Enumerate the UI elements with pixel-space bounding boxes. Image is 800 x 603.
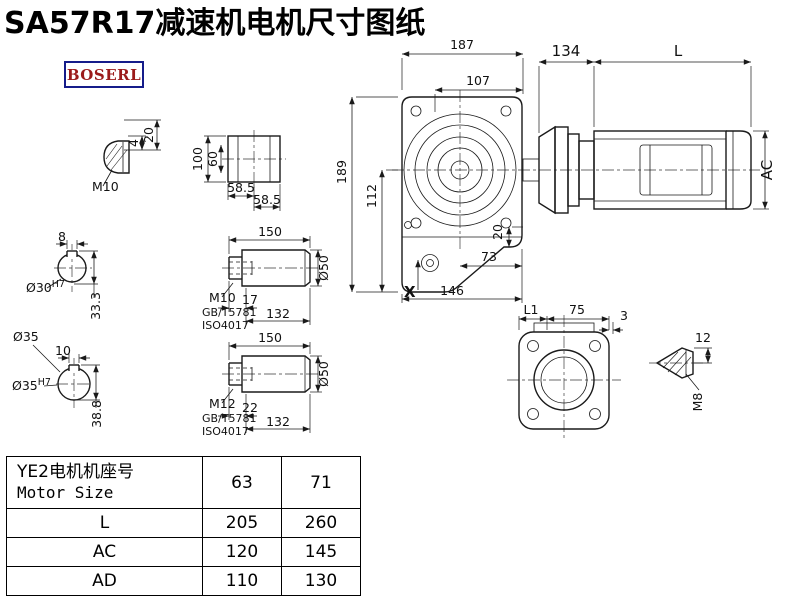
dim-label-s2-150: 150 [258,330,282,345]
value-ac-71: 145 [281,537,361,567]
dim-label-s2-gb: GB/T5781 [202,412,257,425]
dim-label-s2-132: 132 [266,414,290,429]
dim-label-146: 146 [440,283,464,298]
view-mounting-flange: L1 75 3 [507,302,628,441]
table-header-cn: YE2电机机座号 [17,462,134,483]
value-ad-71: 130 [281,566,361,596]
row-label-l: L [6,508,203,538]
dim-label-75: 75 [569,302,585,317]
view-gearbox-front: X 187 107 189 112 146 73 20 [334,37,760,303]
view-shaft-bore-35: 10 Ø35 Ø35H7 38.8 [12,329,104,428]
dim-label-112: 112 [364,184,379,208]
dim-label-s1-17: 17 [242,292,258,307]
row-label-ac: AC [6,537,203,567]
dim-label-134: 134 [552,42,581,60]
dim-label-20: 20 [490,224,505,240]
dim-label-x: X [404,283,416,301]
dim-label-s1-iso: ISO4017 [202,319,249,332]
dim-label-100: 100 [190,147,205,171]
frame-size-71: 71 [281,456,361,509]
value-l-71: 260 [281,508,361,538]
view-output-flange-top: 100 60 58.5 58.5 [190,130,286,211]
dim-label-388: 38.8 [89,400,104,428]
dim-label-s2-d50: Ø50 [316,361,331,387]
value-ad-63: 110 [202,566,282,596]
boserl-logo-text: BOSERL [66,65,142,84]
dim-label-o35h7: Ø35H7 [12,377,51,393]
dim-label-s1-d50: Ø50 [316,255,331,281]
dim-label-s2-22: 22 [242,400,258,415]
dim-label-l1: L1 [524,302,539,317]
table-header-en: Motor Size [17,483,114,503]
dim-label-motor-l: L [674,42,683,60]
view-motor-side: 134 L AC [522,42,776,215]
dim-label-187: 187 [450,37,474,52]
dim-label-585-a: 58.5 [227,180,255,195]
dim-label-s1-m10: M10 [209,290,236,305]
view-m8-plug: 12 M8 [649,330,712,411]
table-row-ac: AC 120 145 [6,537,361,567]
dim-label-60: 60 [205,151,220,167]
page-title: SA57R17减速机电机尺寸图纸 [4,6,426,41]
dim-label-73: 73 [481,249,497,264]
view-shaft-bore-30: 8 Ø30H7 33.3 [26,229,103,320]
dim-label-189: 189 [334,160,349,184]
dim-label-ac: AC [758,160,776,180]
dim-label-s2-m12: M12 [209,396,236,411]
dim-label-12: 12 [695,330,711,345]
dim-label-plug-20: 20 [141,127,156,143]
boserl-logo: BOSERL [64,61,144,88]
view-breather-plug: 4 20 M10 [92,119,161,194]
dim-label-107: 107 [466,73,490,88]
row-label-ad: AD [6,566,203,596]
dim-label-o30h7: Ø30H7 [26,279,65,295]
table-row-ad: AD 110 130 [6,566,361,596]
dim-label-s1-150: 150 [258,224,282,239]
dim-label-3: 3 [620,308,628,323]
motor-size-table: YE2电机机座号 Motor Size 63 71 L 205 260 AC 1… [6,456,361,596]
dim-label-585-b: 58.5 [253,192,281,207]
dim-label-s1-gb: GB/T5781 [202,306,257,319]
dim-label-o35: Ø35 [13,329,39,344]
view-shaft-m10: 150 17 132 M10 GB/T5781 ISO4017 Ø50 [202,224,331,332]
table-header-cell: YE2电机机座号 Motor Size [6,456,203,509]
dim-label-s1-132: 132 [266,306,290,321]
dim-label-key-10: 10 [55,343,71,358]
dim-label-m8: M8 [690,393,705,412]
dim-label-m10-plug: M10 [92,179,119,194]
view-shaft-m12: 150 22 132 M12 GB/T5781 ISO4017 Ø50 [202,330,331,438]
table-row-l: L 205 260 [6,508,361,538]
frame-size-63: 63 [202,456,282,509]
dim-label-s2-iso: ISO4017 [202,425,249,438]
value-ac-63: 120 [202,537,282,567]
dim-label-plug-4: 4 [126,139,141,147]
dim-label-key-8: 8 [58,229,66,244]
table-header-row: YE2电机机座号 Motor Size 63 71 [6,456,361,509]
dim-label-333: 33.3 [88,292,103,320]
value-l-63: 205 [202,508,282,538]
